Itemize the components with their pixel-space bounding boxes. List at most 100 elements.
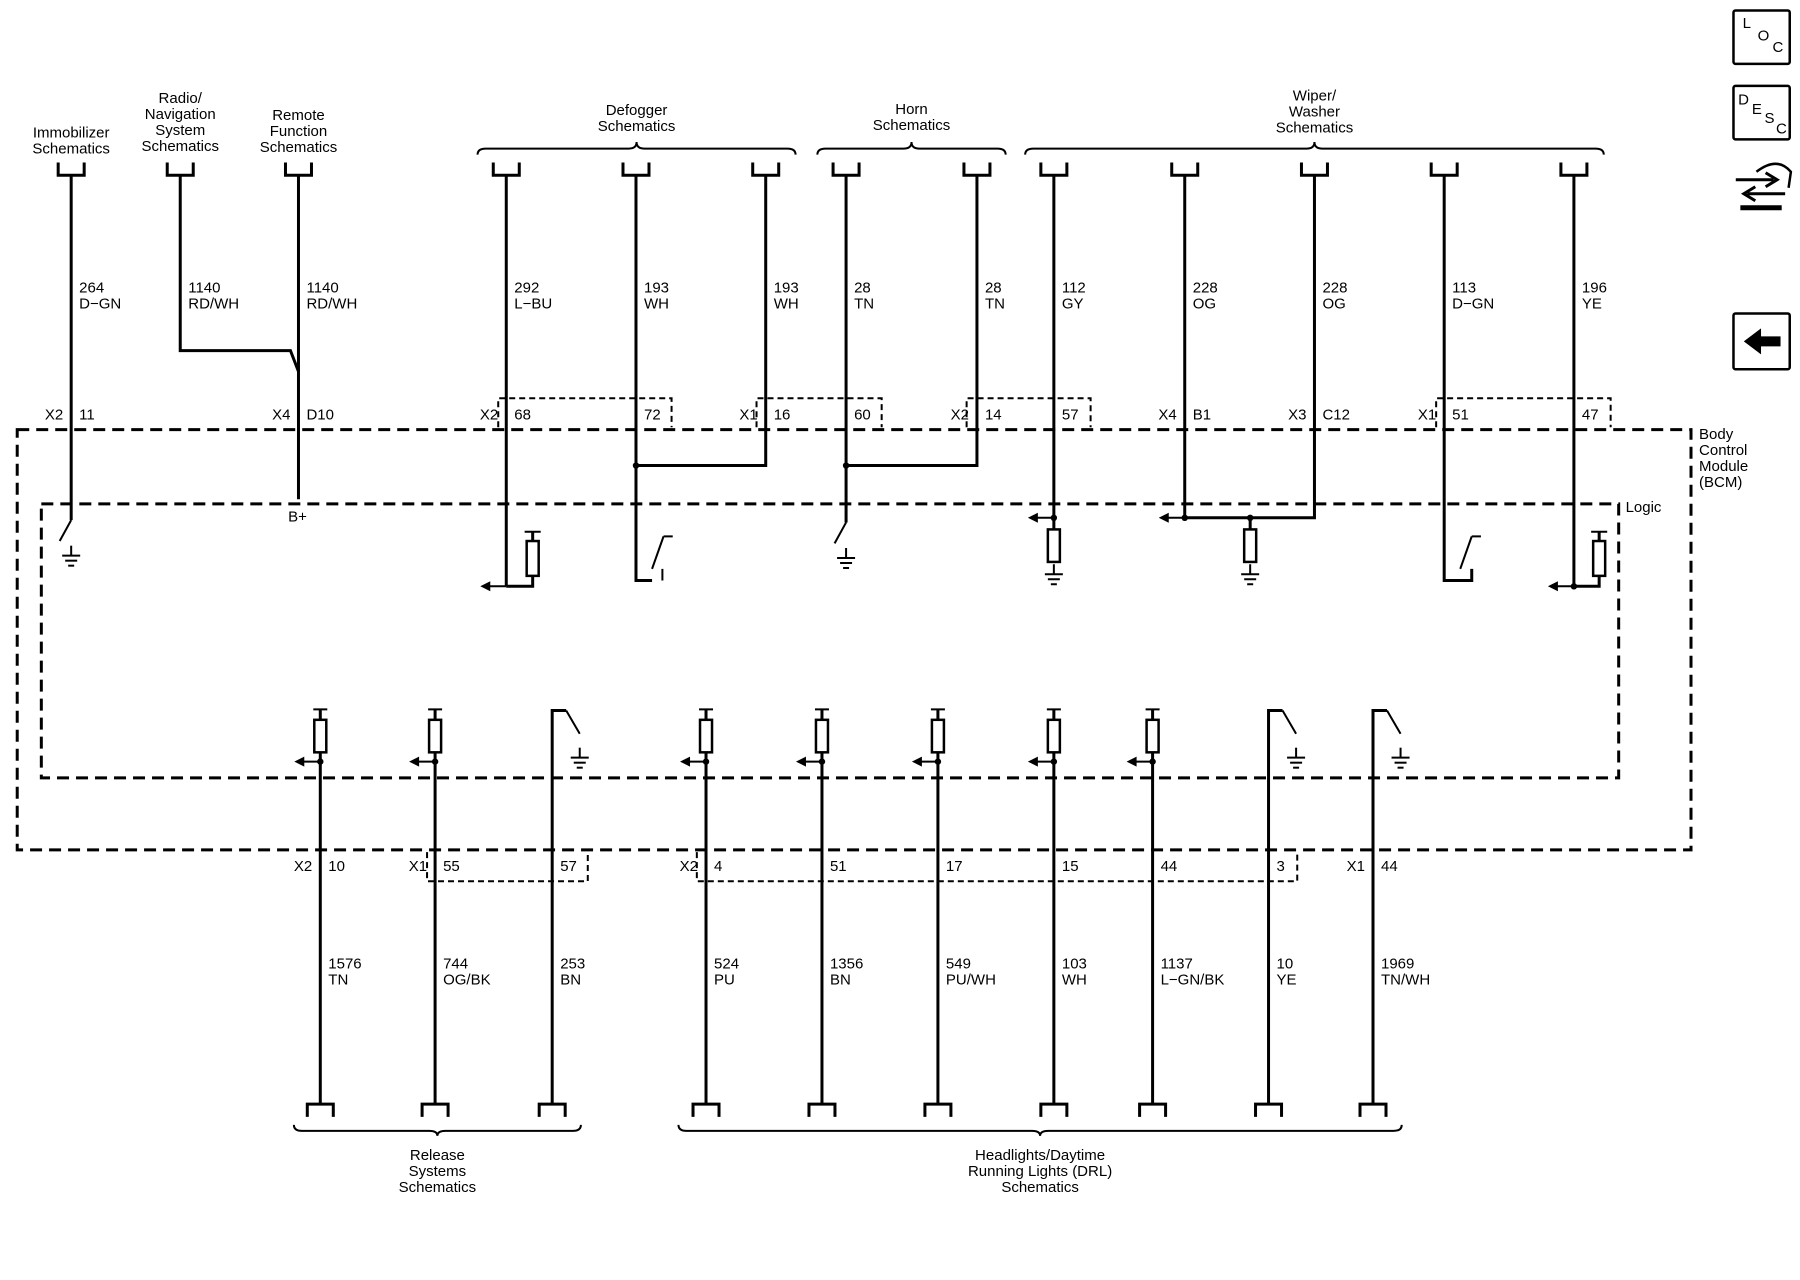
connector-enclosure	[1435, 397, 1612, 428]
junction-dot	[818, 758, 826, 765]
pin-number: 4	[714, 858, 722, 875]
pin-number: 51	[830, 858, 847, 875]
arrow-left-icon	[1547, 581, 1558, 592]
pin-number: D10	[306, 406, 334, 423]
connector-terminal	[420, 1102, 450, 1117]
junction-dot	[1181, 514, 1188, 522]
arrow-left-icon	[409, 756, 420, 767]
connector-terminal	[1254, 1102, 1284, 1117]
group-label-line: Schematics	[399, 1179, 477, 1196]
circuit-number: 1137	[1161, 955, 1193, 972]
wire-color: TN	[854, 296, 874, 313]
group-bracket	[816, 141, 1007, 155]
resistor-icon	[313, 718, 328, 754]
arrow-left-icon	[1027, 756, 1038, 767]
wire	[1184, 175, 1316, 520]
desc-icon: D	[1738, 91, 1749, 108]
group-label-line: Headlights/Daytime	[975, 1147, 1105, 1164]
circuit-number: 1140	[188, 280, 220, 297]
resistor-icon	[1046, 528, 1062, 564]
group-label-line: Horn	[895, 101, 928, 118]
connector-terminal	[831, 162, 861, 177]
pin-number: B1	[1193, 406, 1211, 423]
connector-enclosure	[755, 397, 883, 428]
pin-number: 72	[644, 406, 661, 423]
connector-terminal	[1429, 162, 1459, 177]
ground-icon	[1044, 564, 1063, 586]
circuit-number: 10	[1277, 955, 1294, 972]
group-label-line: Washer	[1289, 103, 1340, 120]
connector-terminal	[1138, 1102, 1168, 1117]
wire	[506, 575, 535, 588]
group-label-line: Radio/	[159, 90, 203, 107]
connector-terminal	[1039, 1102, 1069, 1117]
wire-color: RD/WH	[188, 296, 239, 313]
group-label-line: Immobilizer	[33, 124, 110, 141]
arrow-left-icon	[795, 756, 806, 767]
group-label-line: Remote	[272, 107, 325, 124]
pin-number: 11	[79, 406, 95, 423]
loc-icon: C	[1773, 39, 1784, 56]
back-arrow-icon	[1743, 328, 1781, 355]
connector-enclosure	[497, 397, 673, 428]
pin-number: C12	[1322, 406, 1350, 423]
pin-number: 17	[946, 858, 963, 875]
group-label-line: Schematics	[1276, 119, 1354, 136]
pin-number: 44	[1381, 858, 1398, 875]
connector-id: X3	[1288, 406, 1306, 423]
switch-icon	[1281, 710, 1297, 735]
wire-color: PU	[714, 971, 735, 988]
connector-terminal	[1039, 162, 1069, 177]
ground-icon	[1241, 564, 1260, 586]
connector-terminal	[923, 1102, 953, 1117]
circuit-number: 549	[946, 955, 971, 972]
arrow-left-icon	[1126, 756, 1137, 767]
connector-id: X2	[951, 406, 969, 423]
wire	[1371, 709, 1388, 1105]
circuit-number: 112	[1062, 280, 1086, 297]
wire-color: L−GN/BK	[1161, 971, 1225, 988]
connector-id: X2	[294, 858, 312, 875]
junction-dot	[842, 462, 850, 469]
connector-id: X1	[1418, 406, 1436, 423]
connector-terminal	[807, 1102, 837, 1117]
group-label-line: Schematics	[873, 117, 951, 134]
connector-tool-button[interactable]	[1735, 162, 1793, 211]
wire	[635, 175, 768, 468]
loc-button[interactable]: LOC	[1732, 9, 1791, 66]
wire	[846, 175, 979, 468]
desc-icon: E	[1752, 101, 1762, 118]
circuit-number: 228	[1193, 280, 1218, 297]
connector-terminal	[1358, 1102, 1388, 1117]
switch-icon	[833, 521, 847, 544]
switch-icon	[1459, 536, 1473, 570]
resistor-icon	[698, 718, 714, 754]
circuit-number: 1969	[1381, 955, 1414, 972]
circuit-number: 196	[1582, 280, 1607, 297]
arrow-left-icon	[294, 756, 305, 767]
junction-dot	[1570, 583, 1578, 590]
junction-dot	[431, 758, 439, 765]
back-button[interactable]	[1732, 312, 1791, 371]
connector-terminal	[305, 1102, 335, 1117]
pin-number: 44	[1161, 858, 1178, 875]
connector-enclosure	[965, 397, 1092, 428]
connector-terminal	[1559, 162, 1589, 177]
circuit-number: 1356	[830, 955, 863, 972]
